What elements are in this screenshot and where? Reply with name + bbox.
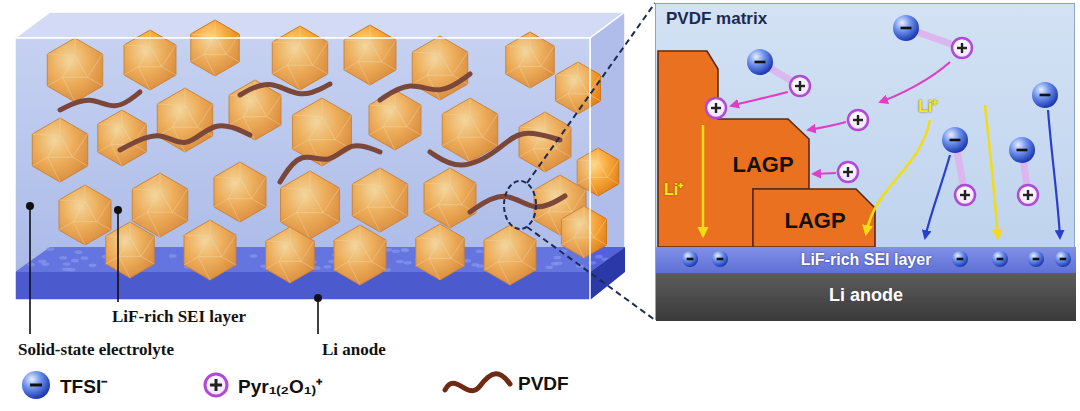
pyr-cation <box>1018 185 1038 205</box>
lagp-particle: LAGP <box>753 189 875 247</box>
legend-item: Pyr₁₍₂O₁₎⁺ <box>238 373 322 399</box>
tfsi-anion <box>942 127 968 153</box>
label-holder: Li⁺ <box>918 95 937 117</box>
tfsi-anion <box>992 251 1008 267</box>
tfsi-anion <box>712 251 728 267</box>
node-text: LAGP <box>732 152 793 178</box>
tfsi-anion <box>1009 137 1035 163</box>
part-label: LiF-rich SEI layer <box>112 307 246 327</box>
leader-dot <box>314 294 322 302</box>
anode-side <box>590 247 625 300</box>
matrix-panel: LAGP LAGP LiF-rich SEI layer Li anode PVDF m… <box>655 3 1075 320</box>
pyr-cation <box>838 162 858 182</box>
ion-label: Li⁺ <box>918 95 937 117</box>
part-label: Li anode <box>322 340 386 360</box>
ions <box>682 15 1071 267</box>
part-label: Solid-state electrolyte <box>18 340 174 360</box>
label-holder: LiF-rich SEI layer <box>112 307 246 327</box>
legend-text: TFSI⁻ <box>60 373 107 399</box>
label-holder: Li⁺ <box>664 178 683 200</box>
node-text: LiF-rich SEI layer <box>801 251 932 269</box>
li-path <box>703 105 998 238</box>
zoom-line <box>527 3 655 183</box>
node-text: LAGP <box>784 208 845 234</box>
cation-path <box>731 62 950 174</box>
leader-dot <box>26 202 34 210</box>
label-holder: Li anode <box>322 340 386 360</box>
tfsi-anion <box>1032 82 1058 108</box>
pyr-cation <box>706 98 726 118</box>
tfsi-sample <box>22 371 50 399</box>
pvdf-sample <box>445 374 510 391</box>
tfsi-anion <box>747 49 773 75</box>
tfsi-anion <box>893 15 919 41</box>
legend-item: PVDF <box>518 373 569 395</box>
anode-grain <box>595 255 603 259</box>
block-back <box>15 38 590 300</box>
ion-label: Li⁺ <box>664 178 683 200</box>
tfsi-anion <box>952 251 968 267</box>
legend-text: PVDF <box>518 373 569 395</box>
pyr-cation <box>955 185 975 205</box>
node-text: PVDF matrix <box>666 9 767 29</box>
leader-line <box>317 298 319 334</box>
tfsi-anion <box>1028 251 1044 267</box>
tfsi-anion <box>1055 251 1071 267</box>
li-anode-layer: Li anode <box>656 273 1076 321</box>
pyr-cation <box>848 110 868 130</box>
pyr-cation <box>952 38 972 58</box>
leader-dot <box>114 206 122 214</box>
pyr-cation <box>790 76 810 96</box>
pyr-sample <box>205 374 227 396</box>
zoom-circle <box>504 181 536 229</box>
zoom-line <box>527 227 655 320</box>
leader-line <box>117 210 119 302</box>
block-front <box>15 38 590 300</box>
legend-text: Pyr₁₍₂O₁₎⁺ <box>238 373 322 399</box>
label-holder: Solid-state electrolyte <box>18 340 174 360</box>
leader-line <box>29 206 31 334</box>
anion-path <box>925 110 1060 238</box>
legend-item: TFSI⁻ <box>60 373 107 399</box>
tfsi-anion <box>682 251 698 267</box>
node-text: Li anode <box>829 285 903 306</box>
